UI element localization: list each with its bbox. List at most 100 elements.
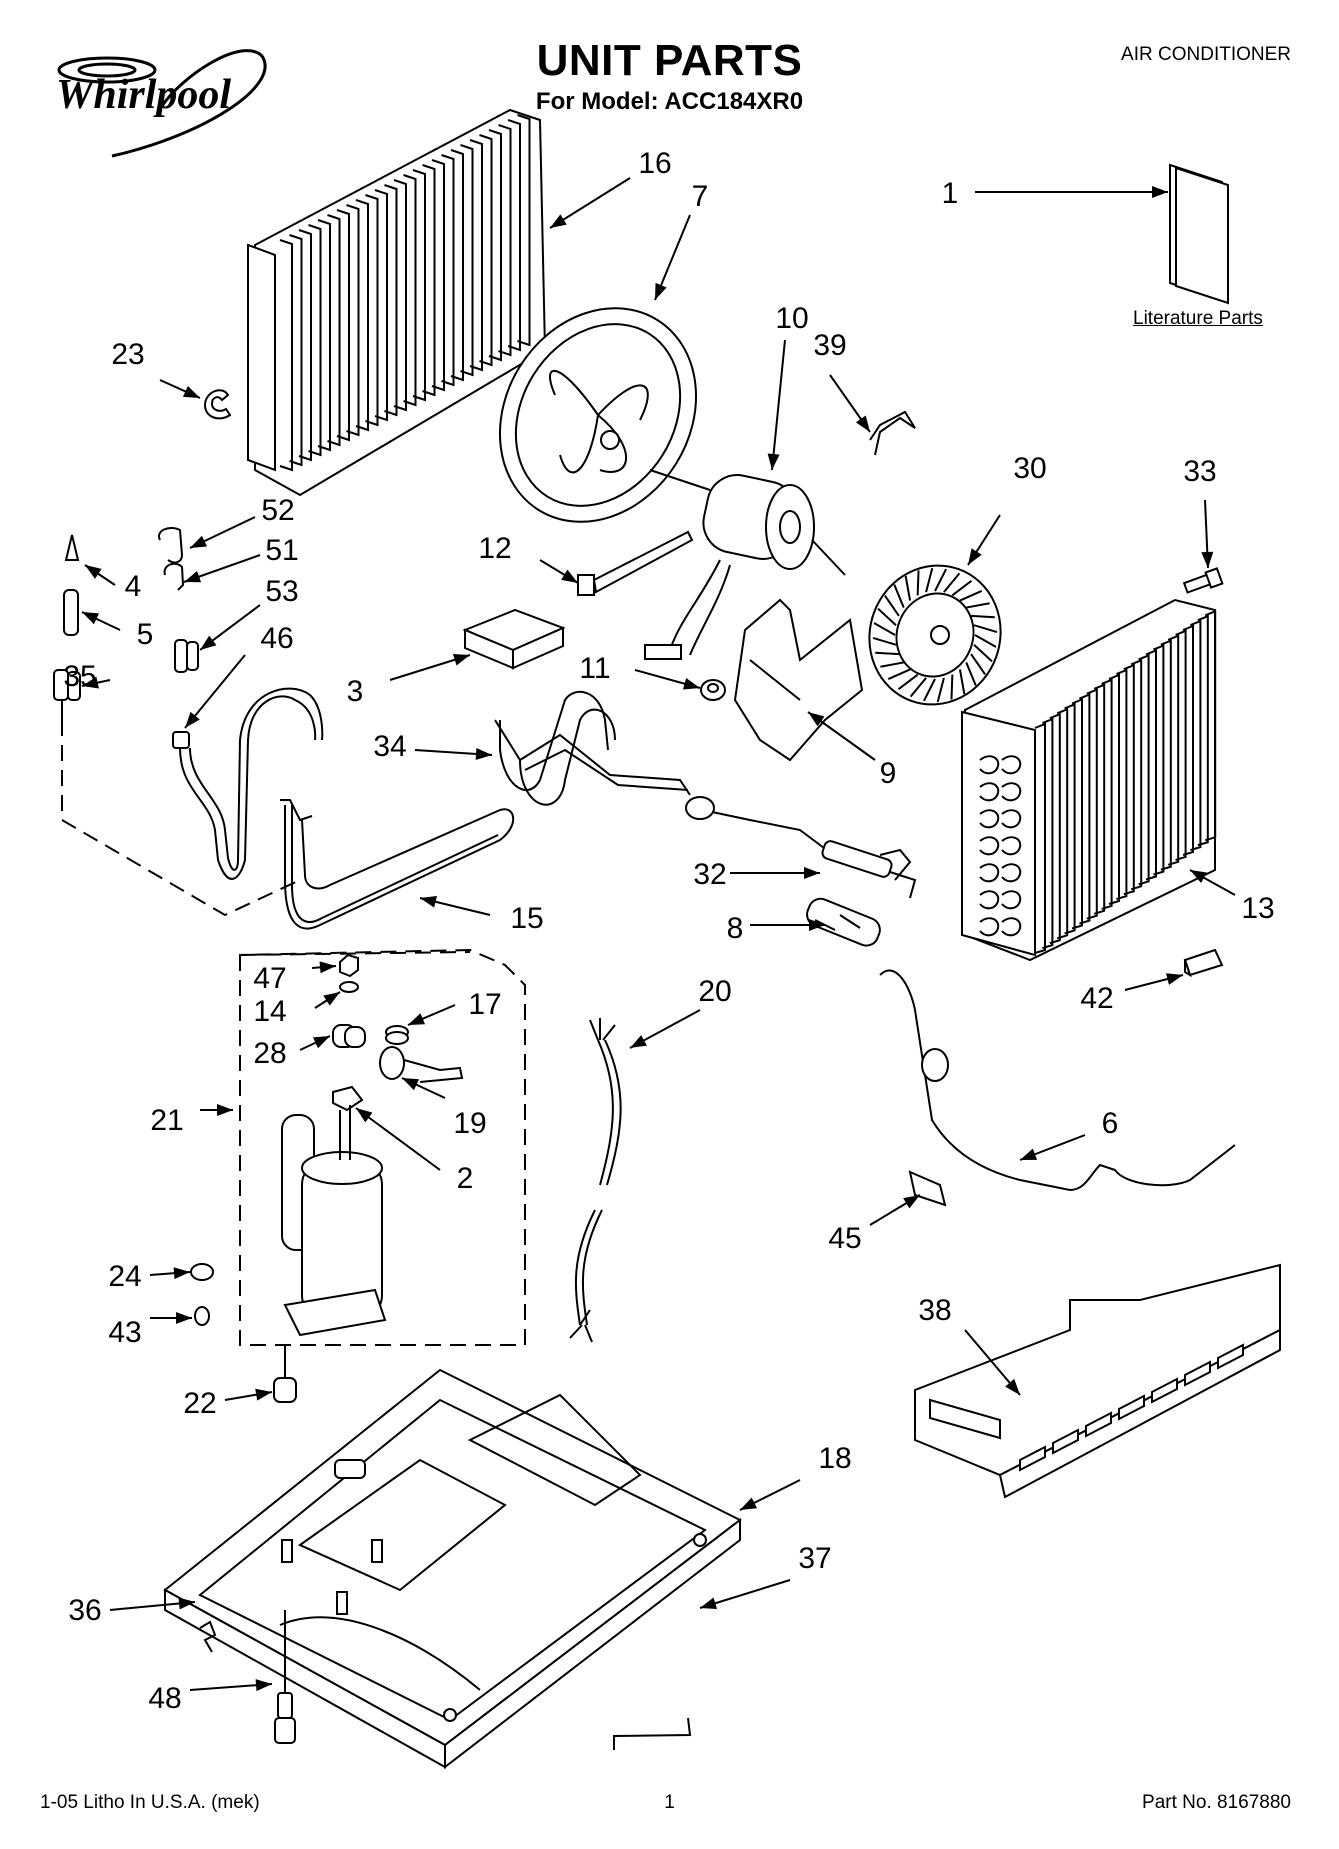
part-wire-tie [577, 530, 694, 596]
part-condenser-coil [247, 108, 547, 497]
callout-label-13: 13 [1241, 892, 1274, 925]
callout-label-5: 5 [137, 618, 154, 651]
part-literature-booklet [1169, 163, 1229, 305]
callout-label-43: 43 [108, 1316, 141, 1349]
callout-labels: 1234567891011121314151617181920212223242… [63, 147, 1274, 1715]
callout-label-42: 42 [1080, 982, 1113, 1015]
part-nut-24 [190, 1263, 214, 1281]
callout-label-11: 11 [579, 652, 610, 685]
footer-part-number: Part No. 8167880 [1142, 1792, 1291, 1813]
part-clip-23 [203, 389, 232, 420]
leader-arrow-2 [356, 1108, 373, 1123]
leader-arrow-18 [740, 1497, 757, 1510]
logo-swirl-inner [77, 62, 137, 78]
part-clip-42 [1183, 948, 1224, 978]
leader-arrow-3 [452, 654, 470, 666]
callout-label-9: 9 [880, 757, 897, 790]
leader-arrow-33 [1201, 551, 1214, 568]
callout-label-51: 51 [265, 534, 298, 567]
part-washer-14 [339, 981, 359, 993]
callout-label-15: 15 [510, 902, 543, 935]
callout-label-48: 48 [148, 1682, 181, 1715]
callout-label-12: 12 [478, 532, 511, 565]
part-screw-48 [274, 1610, 296, 1744]
part-overload-19 [379, 1046, 464, 1083]
part-tube-assembly-46 [172, 687, 324, 880]
callout-label-35: 35 [63, 660, 96, 693]
leader-arrow-23 [182, 385, 200, 398]
callout-label-21: 21 [150, 1104, 183, 1137]
part-nut-47 [339, 953, 359, 978]
part-cap-4 [64, 534, 80, 561]
leader-arrow-46 [185, 711, 200, 728]
callout-label-19: 19 [453, 1107, 486, 1140]
leader-arrow-6 [1020, 1148, 1038, 1160]
compressor-group-21 [239, 948, 526, 1346]
callout-label-8: 8 [727, 912, 744, 945]
product-category: AIR CONDITIONER [1121, 44, 1291, 65]
leader-arrow-45 [903, 1195, 920, 1209]
leader-arrow-8 [809, 919, 825, 931]
part-blower-wheel [868, 564, 1002, 706]
part-pad-45 [908, 1170, 947, 1207]
callout-label-4: 4 [125, 570, 142, 603]
part-tube-5 [63, 589, 79, 636]
callout-label-45: 45 [828, 1222, 861, 1255]
leader-arrow-21 [217, 1104, 233, 1116]
whirlpool-logo: Whirlpool [56, 49, 267, 158]
part-base-pan-18 [163, 1368, 742, 1770]
part-capillary-tube-6 [879, 969, 1236, 1192]
part-bent-tube-51 [163, 562, 185, 591]
part-discharge-tube-15 [280, 799, 515, 930]
callout-label-2: 2 [457, 1162, 474, 1195]
leader-arrow-51 [184, 570, 202, 583]
callout-label-10: 10 [775, 302, 808, 335]
callout-label-46: 46 [260, 622, 293, 655]
leader-arrow-47 [319, 961, 336, 974]
leader-arrow-43 [176, 1312, 192, 1324]
callout-label-34: 34 [373, 730, 406, 763]
part-grommet-22 [273, 1345, 297, 1403]
page-title: UNIT PARTS [536, 36, 803, 85]
callout-label-32: 32 [693, 858, 726, 891]
literature-parts-label: Literature Parts [1133, 308, 1263, 329]
part-coupling-53 [174, 639, 199, 673]
callout-label-6: 6 [1102, 1107, 1119, 1140]
leader-arrow-13 [1190, 870, 1207, 884]
callout-label-24: 24 [108, 1260, 141, 1293]
callout-label-33: 33 [1183, 455, 1216, 488]
callout-label-36: 36 [68, 1594, 101, 1627]
part-evaporator-coil [961, 598, 1217, 962]
leader-arrow-15 [420, 895, 437, 908]
part-motor-bracket [733, 598, 864, 762]
callout-leader-lines [81, 177, 1236, 1692]
part-washer-43 [194, 1306, 210, 1326]
logo-swirl-arc [111, 49, 267, 158]
leader-arrow-53 [200, 635, 217, 650]
part-nut-11 [700, 679, 726, 701]
part-suction-tube-34 [494, 690, 691, 806]
leader-line-10 [771, 339, 786, 471]
leader-arrow-19 [402, 1078, 420, 1091]
footer-litho: 1-05 Litho In U.S.A. (mek) [40, 1792, 260, 1813]
leader-arrow-1 [1152, 186, 1168, 198]
leader-arrow-4 [85, 565, 102, 579]
callout-label-22: 22 [183, 1387, 216, 1420]
part-clip-36 [199, 1620, 217, 1653]
part-spring-17 [385, 1025, 409, 1045]
callout-label-47: 47 [253, 962, 286, 995]
part-tube-35 [53, 669, 81, 720]
callout-label-18: 18 [818, 1442, 851, 1475]
leader-arrow-39 [855, 415, 870, 432]
model-subtitle: For Model: ACC184XR0 [535, 88, 804, 115]
leader-arrow-20 [630, 1035, 647, 1048]
leader-arrow-36 [178, 1597, 195, 1610]
callout-label-53: 53 [265, 575, 298, 608]
leader-arrow-11 [682, 677, 700, 690]
part-fan-shroud [498, 307, 698, 523]
leader-arrow-30 [968, 548, 982, 565]
callout-label-1: 1 [942, 177, 959, 210]
callout-label-14: 14 [253, 995, 286, 1028]
callout-label-52: 52 [261, 494, 294, 527]
